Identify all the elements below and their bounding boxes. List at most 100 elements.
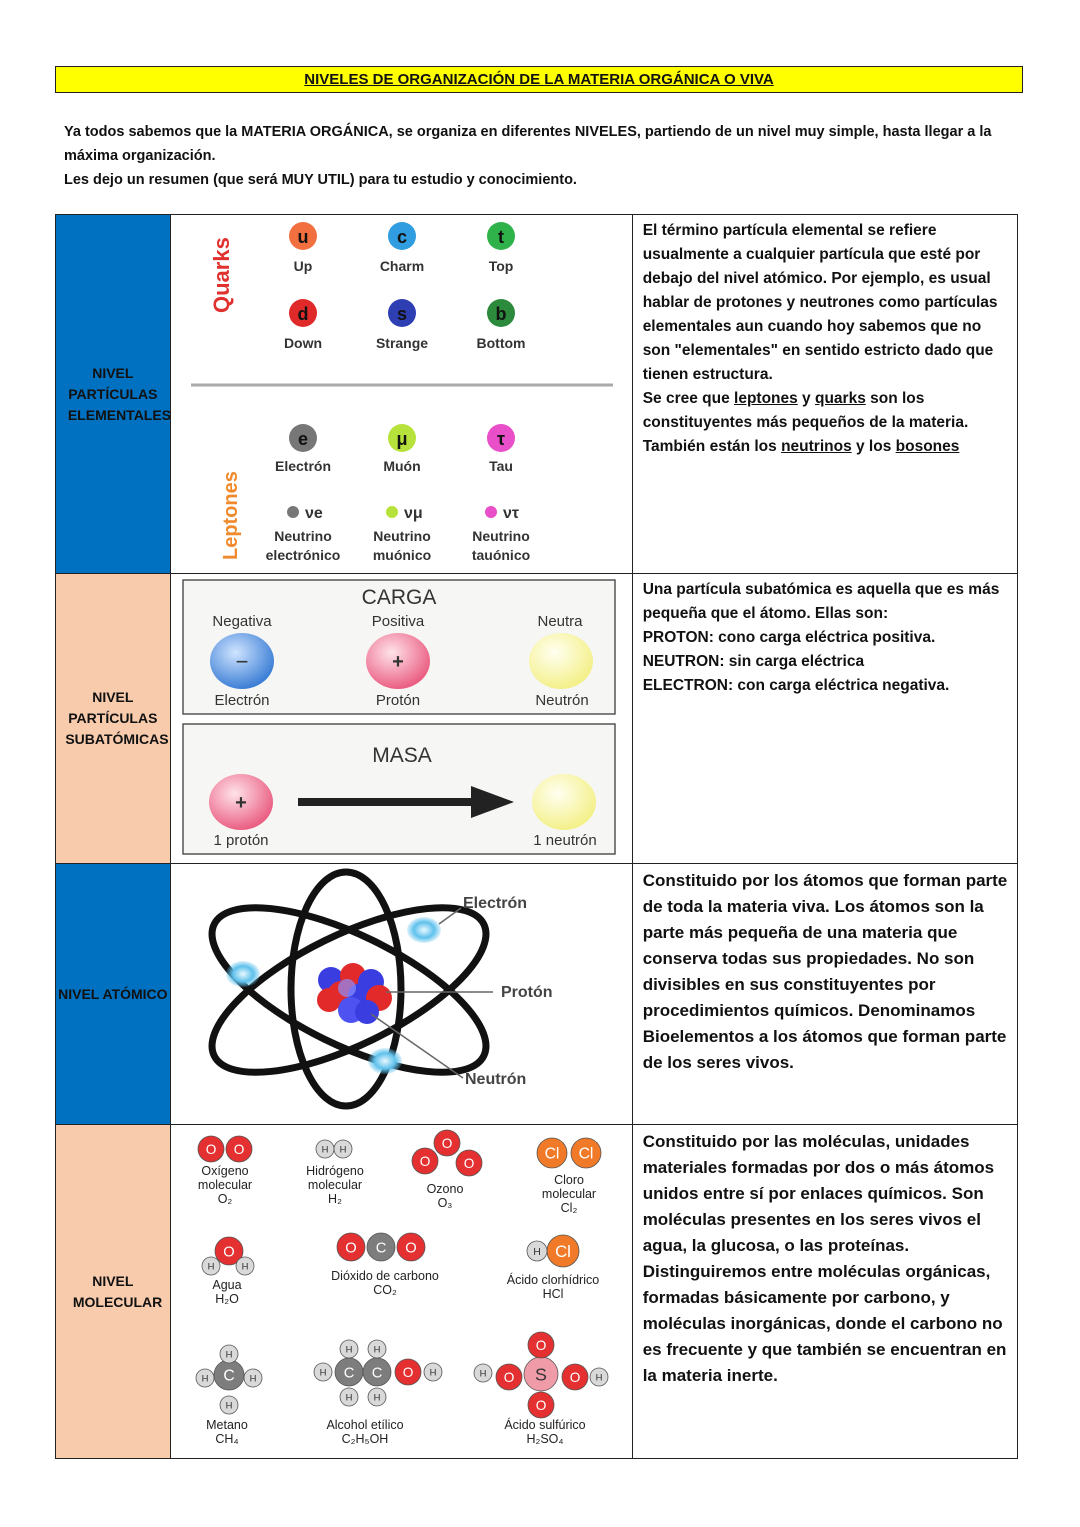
atom-symbol: C	[343, 1365, 354, 1381]
description-p1: Una partícula subatómica es aquella que …	[642, 581, 1000, 622]
level-label-text: NIVEL PARTÍCULAS SUBATÓMICAS	[65, 689, 169, 747]
quark-symbol: b	[495, 304, 506, 324]
quark-symbol: c	[397, 227, 407, 247]
atom-h-icon	[333, 1139, 353, 1159]
atom-symbol: H	[429, 1367, 436, 1378]
atom-o-icon	[455, 1149, 483, 1177]
atom-o-icon	[394, 1358, 422, 1386]
link-leptones[interactable]: leptones	[734, 390, 798, 407]
page-title-bar: NIVELES DE ORGANIZACIÓN DE LA MATERIA OR…	[55, 66, 1023, 93]
atom-symbol: O	[402, 1365, 413, 1380]
label-proton: Protón	[501, 984, 553, 1001]
molecule-label: CO₂	[373, 1283, 397, 1297]
neutron-sphere	[528, 633, 593, 689]
quark-name: Charm	[380, 258, 424, 274]
atom-symbol: H	[241, 1261, 248, 1272]
lepton-symbol: τ	[497, 429, 505, 449]
lepton-icon	[486, 424, 515, 452]
atom-o-icon	[411, 1147, 439, 1175]
description-p1: Constituido por los átomos que forman pa…	[642, 871, 1008, 1072]
quark-charm-icon	[387, 222, 416, 250]
molecule-label: O₂	[217, 1192, 232, 1206]
nucleus	[316, 963, 392, 1024]
lepton-name: Muón	[383, 458, 420, 474]
description-p2: PROTON: cono carga eléctrica positiva.	[642, 629, 936, 646]
arrow-head	[470, 786, 514, 818]
neutrino-symbol: νe	[305, 505, 323, 522]
proton-sphere-masa	[208, 774, 273, 830]
atom-symbol: O	[405, 1240, 416, 1256]
atom-symbol: O	[503, 1370, 514, 1385]
electron-cloud	[367, 1048, 402, 1074]
atom-h-icon	[339, 1387, 359, 1407]
link-neutrinos[interactable]: neutrinos	[781, 438, 852, 455]
link-bosones[interactable]: bosones	[895, 438, 960, 455]
level-figure: Electrón Protón Neutrón	[169, 863, 633, 1125]
atom-cl-icon	[536, 1137, 568, 1169]
quark-name: Up	[293, 258, 312, 274]
leptons-title: Leptones	[220, 471, 242, 560]
label-electron: Electrón	[463, 895, 527, 912]
quark-name: Top	[488, 258, 513, 274]
atom-symbol: O	[345, 1240, 356, 1256]
label-neutron: Neutrón	[465, 1071, 526, 1088]
electron-sphere	[209, 633, 274, 689]
quark-name: Bottom	[476, 335, 525, 351]
quark-top-icon	[486, 222, 515, 250]
neutrino-name: muónico	[373, 547, 431, 563]
atom-symbol: Cl	[578, 1146, 593, 1163]
molecule-label: C₂H₅OH	[341, 1432, 388, 1446]
atom-symbol: O	[223, 1244, 234, 1260]
description-p1: El término partícula elemental se refier…	[642, 222, 998, 383]
quarks-title: Quarks	[209, 237, 234, 313]
atom-h-icon	[339, 1339, 359, 1359]
level-description: El término partícula elemental se refier…	[631, 214, 1019, 574]
quark-name: Strange	[376, 335, 428, 351]
orbit-tilted-1	[208, 904, 490, 1076]
molecule-label: molecular	[542, 1187, 596, 1201]
molecule-label: Hidrógeno	[306, 1164, 364, 1178]
label-neutra: Neutra	[537, 613, 583, 630]
orbit-tilted-2	[208, 904, 490, 1076]
atom-h-icon	[473, 1363, 493, 1383]
level-label-text: NIVEL ATÓMICO	[58, 985, 168, 1002]
atom-symbol: H	[225, 1400, 232, 1411]
level-description: Constituido por las moléculas, unidades …	[631, 1124, 1019, 1459]
description-p1: Constituido por las moléculas, unidades …	[642, 1132, 995, 1255]
molecule-label: Cl₂	[560, 1201, 577, 1215]
description-p4: ELECTRON: con carga eléctrica negativa.	[642, 677, 950, 694]
level-label: NIVEL PARTÍCULAS ELEMENTALES	[55, 214, 172, 574]
description-p2: Distinguiremos entre moléculas orgánicas…	[642, 1262, 1007, 1385]
link-quarks[interactable]: quarks	[814, 390, 866, 407]
atom-h-icon	[219, 1395, 239, 1415]
label-positiva: Positiva	[371, 613, 424, 630]
leader-line	[370, 1013, 464, 1079]
atom-symbol: S	[535, 1364, 547, 1384]
atom-symbol: H	[339, 1144, 346, 1155]
atom-symbol: O	[419, 1154, 430, 1169]
molecule-label: H₂O	[215, 1292, 239, 1306]
atom-h-icon	[201, 1256, 221, 1276]
atom-symbol: H	[207, 1261, 214, 1272]
molecule-label: Agua	[212, 1278, 241, 1292]
label-negativa: Negativa	[212, 613, 272, 630]
atom-h-icon	[235, 1256, 255, 1276]
level-figure: CARGA Negativa Positiva Neutra − + Elect…	[169, 573, 633, 864]
atom-symbol: H	[319, 1367, 326, 1378]
molecule-label: molecular	[308, 1178, 362, 1192]
page-title: NIVELES DE ORGANIZACIÓN DE LA MATERIA OR…	[304, 71, 774, 88]
atom-o-icon	[225, 1135, 253, 1163]
proton-sphere	[365, 633, 430, 689]
level-label-text: NIVEL PARTÍCULAS ELEMENTALES	[67, 364, 172, 423]
atom-h-icon	[195, 1368, 215, 1388]
atom-o-icon	[214, 1236, 244, 1266]
neutrino-name: Neutrino	[472, 528, 530, 544]
atom-symbol: Cl	[555, 1242, 571, 1261]
label-proton: Protón	[376, 692, 420, 709]
